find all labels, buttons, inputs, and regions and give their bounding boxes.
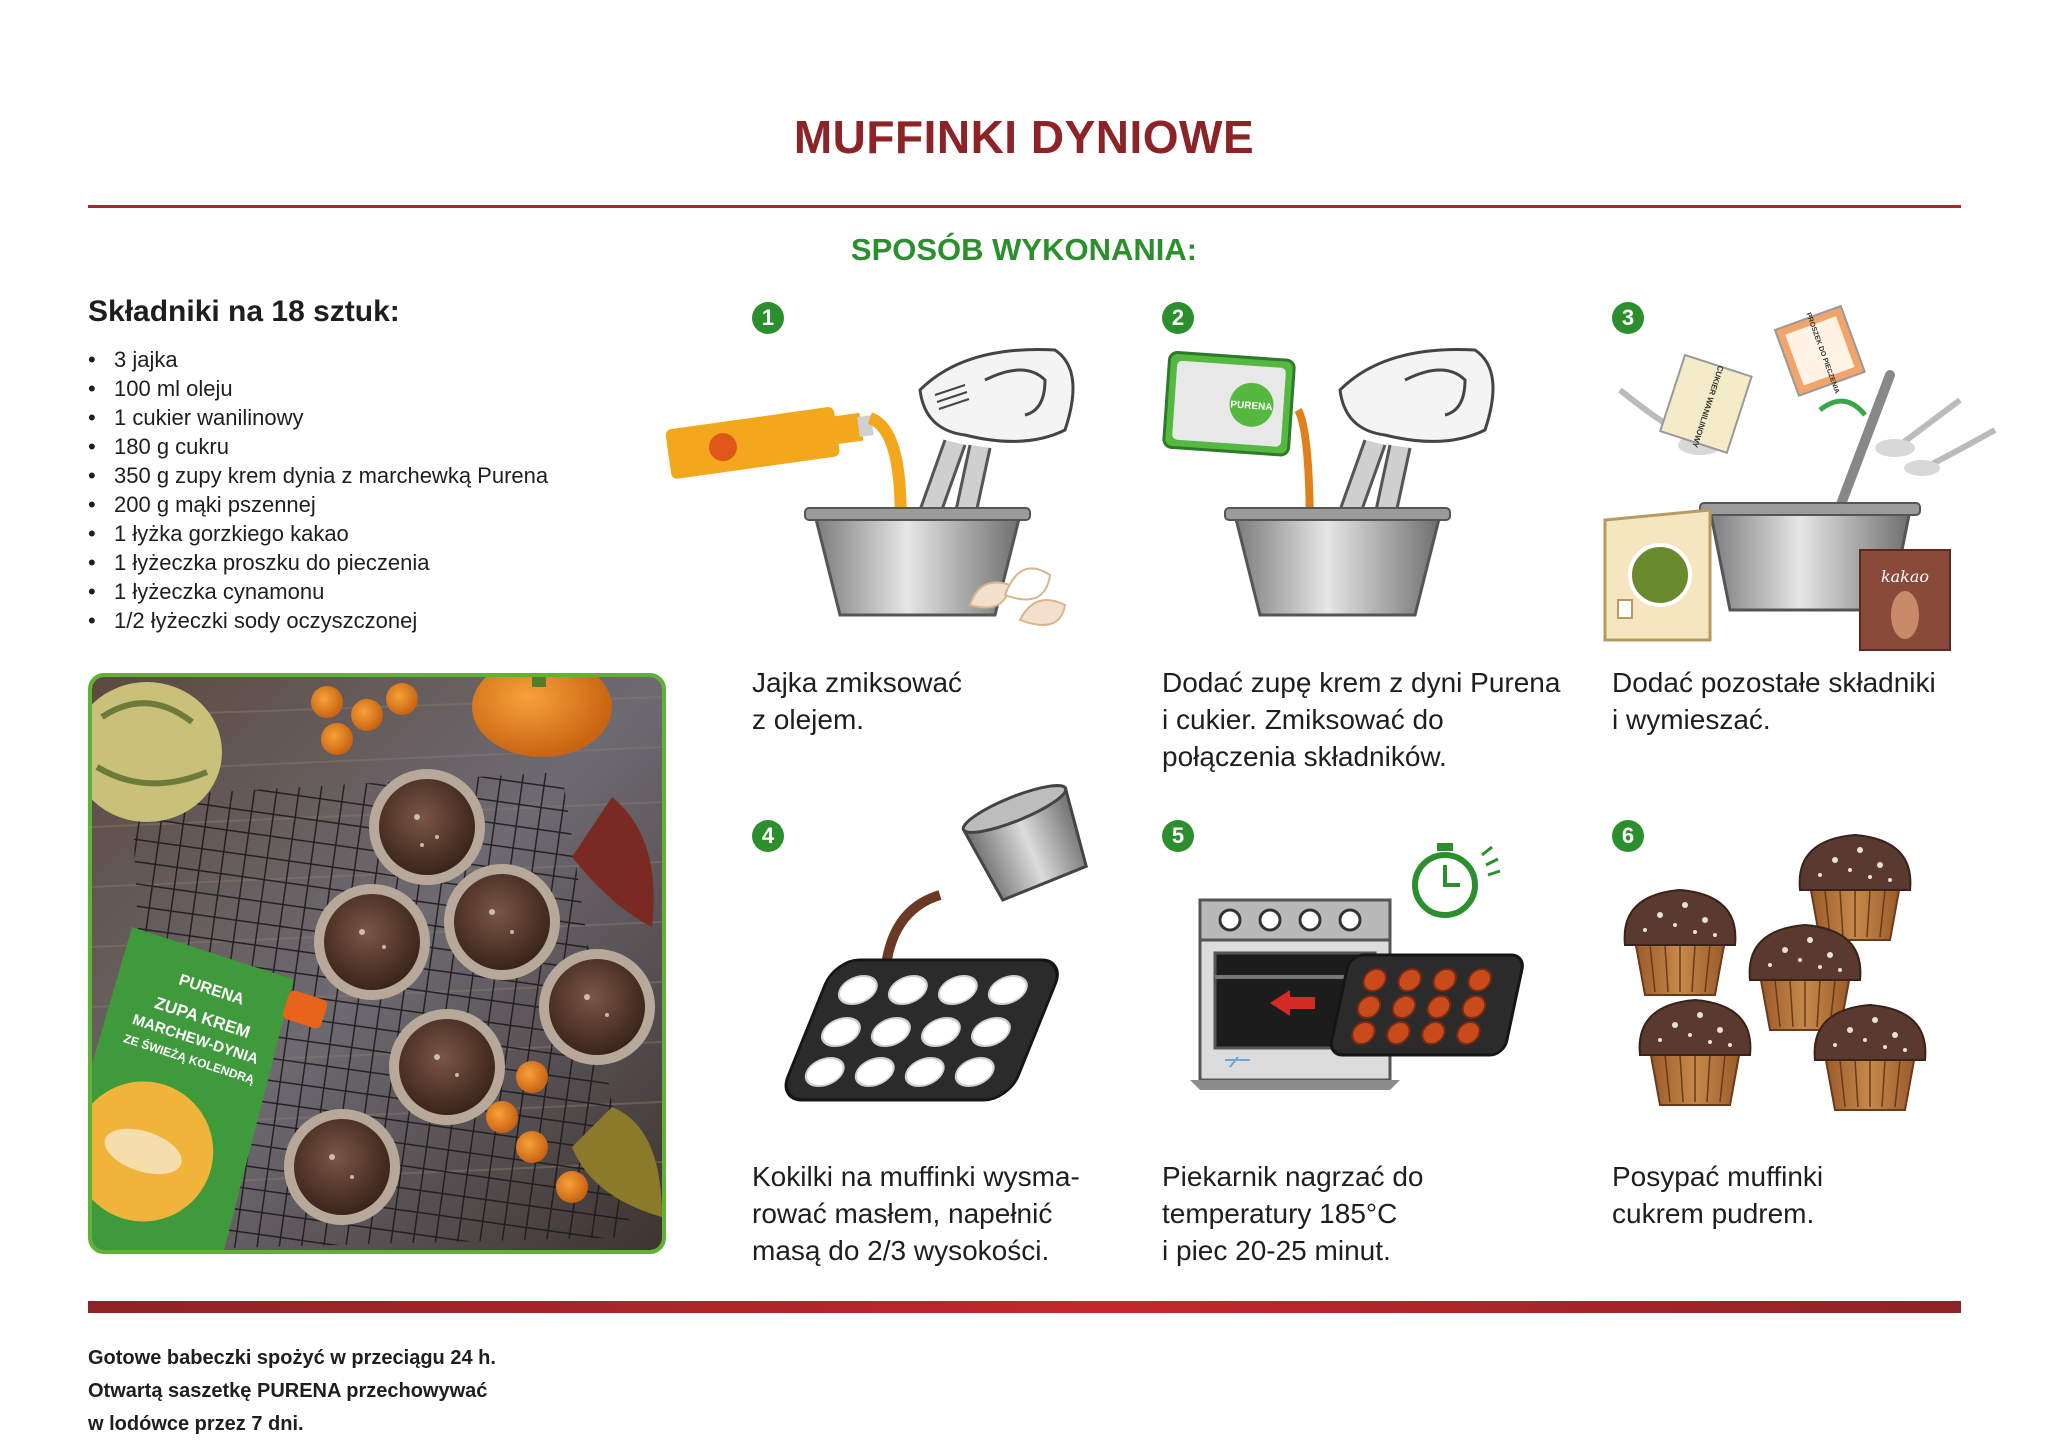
step-text-2: Dodać zupę krem z dyni Purena i cukier. … [1162, 667, 1561, 772]
step-number-4: 4 [752, 820, 784, 852]
step-number-2: 2 [1162, 302, 1194, 334]
ingredient-item: 1/2 łyżeczki sody oczyszczonej [88, 606, 548, 635]
mixer-carton-illustration: PURENA [1162, 348, 1495, 617]
ingredient-item: 200 g mąki pszennej [88, 490, 548, 519]
cocoa-box-label: kakao [1881, 567, 1929, 586]
step-text-6: Posypać muffinki cukrem pudrem. [1612, 1161, 1824, 1229]
ingredient-item: 100 ml oleju [88, 374, 548, 403]
method-title: SPOSÓB WYKONANIA: [850, 232, 1198, 267]
storage-note-line: Gotowe babeczki spożyć w przeciągu 24 h. [88, 1347, 496, 1369]
step-text-5: Piekarnik nagrzać do temperatury 185°C i… [1162, 1161, 1424, 1266]
ingredient-item: 350 g zupy krem dynia z marchewką Purena [88, 461, 548, 490]
ingredient-item: 1 łyżka gorzkiego kakao [88, 519, 548, 548]
oven-illustration [1190, 843, 1524, 1090]
step-number-1: 1 [752, 302, 784, 334]
mixer-oil-illustration [665, 348, 1075, 626]
step-number-6: 6 [1612, 820, 1644, 852]
ingredient-item: 1 cukier wanilinowy [88, 403, 548, 432]
storage-note-line: Otwartą saszetkę PURENA przechowywać [88, 1380, 488, 1402]
ingredient-item: 1 łyżeczka cynamonu [88, 577, 548, 606]
page-title: MUFFINKI DYNIOWE [793, 111, 1255, 163]
bottom-divider [88, 1301, 1961, 1313]
ingredient-item: 1 łyżeczka proszku do pieczenia [88, 548, 548, 577]
muffins-photo: PURENA ZUPA KREM MARCHEW-DYNIA ZE ŚWIEŻĄ… [88, 673, 666, 1254]
mixing-ingredients-illustration: CUKIER WANILINOWY PROSZEK DO PIECZENIA k… [1603, 304, 1997, 651]
step-number-5: 5 [1162, 820, 1194, 852]
ingredients-title: Składniki na 18 sztuk: [88, 295, 400, 328]
top-divider [88, 205, 1961, 208]
muffins-photo-art: PURENA ZUPA KREM MARCHEW-DYNIA ZE ŚWIEŻĄ… [92, 677, 662, 1250]
ingredient-item: 180 g cukru [88, 432, 548, 461]
ingredient-item: 3 jajka [88, 345, 548, 374]
step-number-3: 3 [1612, 302, 1644, 334]
step-text-3: Dodać pozostałe składniki i wymieszać. [1612, 667, 1936, 735]
storage-note-line: w lodówce przez 7 dni. [88, 1413, 304, 1435]
step-text-4: Kokilki na muffinki wysma- rować masłem,… [752, 1161, 1080, 1266]
storage-note: Gotowe babeczki spożyć w przeciągu 24 h.… [88, 1342, 496, 1441]
stopwatch-icon [1412, 843, 1501, 918]
muffin-tin-filling-illustration [784, 784, 1089, 1102]
step-text-1: Jajka zmiksować z olejem. [752, 667, 963, 735]
ingredients-list: 3 jajka 100 ml oleju 1 cukier wanilinowy… [88, 345, 548, 635]
powdered-muffins-illustration [1623, 834, 1927, 1111]
carton-brand: PURENA [1230, 399, 1273, 413]
